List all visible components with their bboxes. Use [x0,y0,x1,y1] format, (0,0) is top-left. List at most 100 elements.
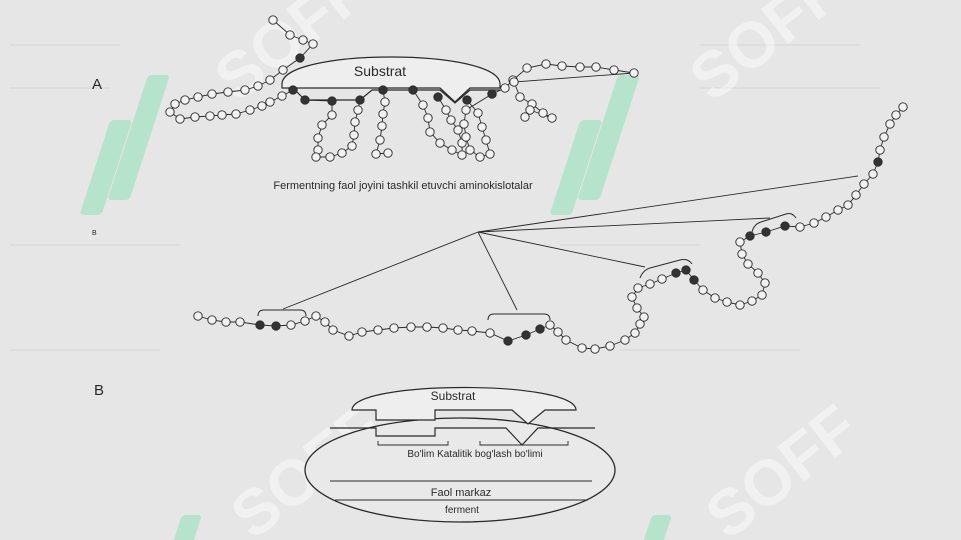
residue [633,283,643,293]
residue [435,138,445,148]
residue [389,323,399,333]
residue [760,278,770,288]
watermark-text: SOFF [692,391,871,540]
polypeptide-chains-a [165,15,639,162]
watermark-text: SOFF [676,0,855,114]
watermark-logo-icon [550,75,639,215]
residue [175,114,185,124]
active-residue [761,227,771,237]
residue [522,63,532,73]
residue [327,110,337,120]
residue [879,132,889,142]
residue [457,150,467,160]
residue [257,101,267,111]
residue [245,105,255,115]
active-residue [535,324,545,334]
background-ghost-text [10,44,880,351]
residue [286,320,296,330]
active-region-brackets [257,213,797,321]
residue [657,274,667,284]
residue [231,109,241,119]
residue [221,317,231,327]
residue [165,107,175,117]
residue [311,152,321,162]
residue [843,200,853,210]
active-residue [487,89,497,99]
active-residue [689,275,699,285]
active-residue [408,85,418,95]
residue [538,108,548,118]
residue [375,135,385,145]
residue [851,190,861,200]
residue [205,111,215,121]
residue [710,293,720,303]
residue [477,122,487,132]
residue [193,92,203,102]
active-residue [271,321,281,331]
residue [453,125,463,135]
residue [485,328,495,338]
residue [461,132,471,142]
residue [265,75,275,85]
residue [500,83,510,93]
residue [190,112,200,122]
residue [541,59,551,69]
residue [418,100,428,110]
residue [344,331,354,341]
residue [632,303,642,313]
residue [875,145,885,155]
residue [868,169,878,179]
active-residue [780,221,790,231]
active-residue [433,92,443,102]
residue [645,279,655,289]
residue [193,311,203,321]
panel-b-schematic: B Substrat Bo'lim Katalitik bog'lash bo'… [94,382,616,523]
residue [406,322,416,332]
active-residue [300,95,310,105]
residue [575,62,585,72]
residue [635,319,645,329]
residue [747,296,757,306]
active-residue [671,268,681,278]
residue [207,89,217,99]
enzyme-label: ferment [445,505,479,516]
residue [357,327,367,337]
enzyme-body [304,417,616,523]
residue [735,237,745,247]
residue [253,81,263,91]
residue [423,113,433,123]
residue [180,95,190,105]
residue [757,290,767,300]
binding-sites-label: Bo'lim Katalitik bog'lash bo'limi [407,449,542,460]
residue [577,343,587,353]
substrate-label-b: Substrat [431,389,476,403]
residue [347,141,357,151]
residue [425,127,435,137]
residue [383,148,393,158]
residue [378,109,388,119]
residue [325,152,335,162]
residue [207,315,217,325]
residue [545,320,555,330]
residue [371,149,381,159]
active-residue [355,95,365,105]
residue [753,268,763,278]
active-residue [873,157,883,167]
residue [473,108,483,118]
substrate-label-a: Substrat [354,63,406,79]
chain-b-backbone [197,106,904,350]
residue [465,145,475,155]
residue [467,326,477,336]
panel-b-small-label: B [92,230,97,237]
residue [698,285,708,295]
residue [475,152,485,162]
residue [441,105,451,115]
residue [459,119,469,129]
watermark-logo-icon [170,515,201,540]
residue [722,297,732,307]
residue [328,325,338,335]
residue [859,179,869,189]
active-residue [462,95,472,105]
residue [809,218,819,228]
